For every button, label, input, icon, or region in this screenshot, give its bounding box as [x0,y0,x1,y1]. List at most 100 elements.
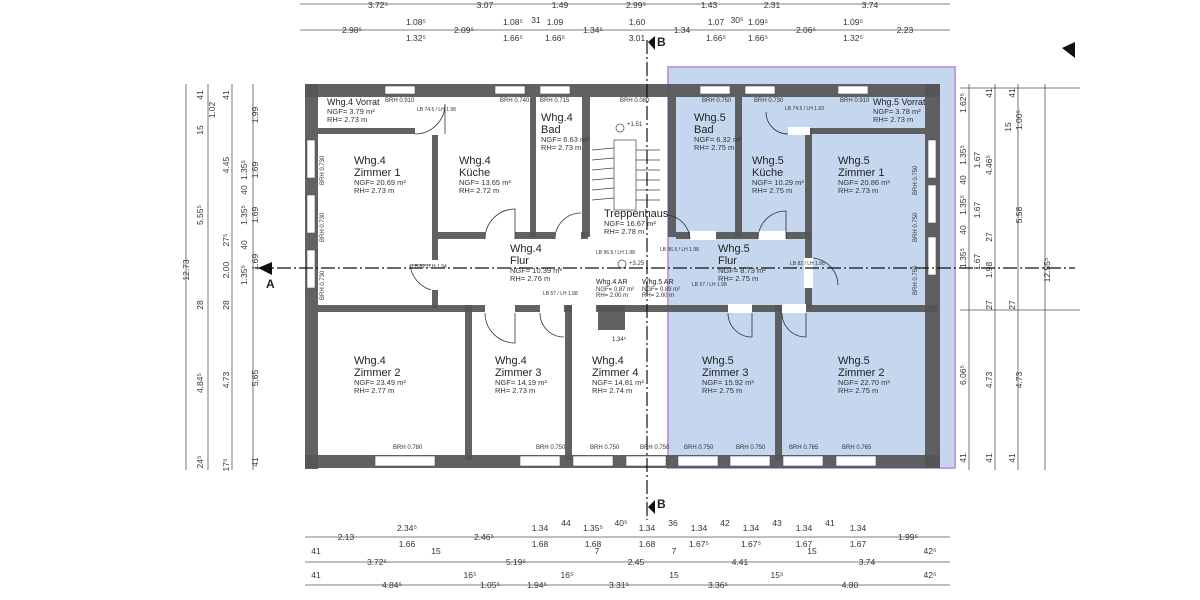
room-name2: Zimmer 2 [354,367,401,380]
room-name1: Whg.4 [510,243,542,255]
room-rh: RH= 2.75 m [838,386,879,396]
dimension-label: 4.73 [221,371,231,388]
dimension-label: 1.34 [691,523,708,533]
dimension-label: 4.73 [1014,371,1024,388]
room-ngf: NGF= 0.87 m² [596,286,635,293]
door-openings [415,127,813,313]
dimension-label: 4.84⁵ [195,373,205,393]
dimension-label: 2.99⁵ [626,0,646,10]
dimension-label: 1.69 [250,253,260,270]
dimension-label: 3.72⁵ [368,0,388,10]
dimension-label: 42 [720,518,730,528]
room-name2: Flur [510,255,529,268]
door-label: LB 82 / LH 1.94 [412,264,447,270]
dimension-label: 1.98 [984,261,994,278]
room-ngf: NGF= 20.69 m² [354,178,406,188]
dimension-label: 4.46⁵ [984,155,994,175]
dimension-label: 2.31 [764,0,781,10]
dimension-label: 1.34⁵ [583,25,603,35]
dimension-label: 1.34 [743,523,760,533]
dimension-label: 3.36⁵ [708,580,728,590]
room-name2: Bad [541,124,561,137]
dimension-label: 5.19⁵ [506,557,526,567]
dimension-label: 3.07 [477,0,494,10]
door-label: LB 57 / LH 1.98 [543,291,578,297]
room-name1: Whg.5 AR [642,279,674,286]
dimension-label: 5.55⁵ [195,205,205,225]
dimension-label: 4.84⁵ [382,580,402,590]
room-name1: Whg.5 Vorrat [873,97,926,107]
room-name2: Zimmer 4 [592,367,639,380]
dimension-label: 41 [1007,88,1017,98]
dimension-label: 15 [669,570,679,580]
room-name1: Whg.5 [752,155,784,167]
dimension-label: 31 [531,15,541,25]
dimension-label: 1.09⁵ [843,17,863,27]
room-name2: Küche [752,167,784,180]
dimension-label: 3.74 [859,557,876,567]
room-name2: Zimmer 3 [495,367,542,380]
dimension-label: 4.80 [842,580,859,590]
dimension-label: 2.13 [338,532,355,542]
dimension-label: 3.72⁵ [367,557,387,567]
dimension-label: 1.67 [972,151,982,168]
room-ngf: NGF= 0.89 m² [642,286,681,293]
room-rh: RH= 2.73 m [541,143,582,153]
dimension-label: 40 [239,185,249,195]
brh-label: BRH 0.750 [913,165,919,195]
dimension-label: 1.69 [250,206,260,223]
room-rh: RH= 2.00 m [596,293,629,300]
room-name1: Whg.4 [354,355,386,367]
room-name2: Bad [694,124,714,137]
dimension-label: 1.67⁵ [741,539,761,549]
room-rh: RH= 2.75 m [694,143,735,153]
room-rh: RH= 2.75 m [718,274,759,284]
dimension-label: 1.67 [972,201,982,218]
dimension-label: 4.45 [221,156,231,173]
dimension-label: 3.31⁵ [609,580,629,590]
section-a-label: A [266,277,275,291]
room-rh: RH= 2.73 m [354,186,395,196]
dimension-label: 15 [431,546,441,556]
dimension-label: 1.34 [674,25,691,35]
dimension-label: 1.67 [972,253,982,270]
dimension-label: 41 [221,90,231,100]
dimension-label: 40 [958,175,968,185]
room-name1: Whg.4 [495,355,527,367]
dimension-label: 2.06⁵ [796,25,816,35]
dimension-label: 1.68 [585,539,602,549]
room-rh: RH= 2.73 m [873,115,914,125]
dimension-label: 28 [221,300,231,310]
room-name1: Whg.4 AR [596,279,628,286]
dimension-label: 2.45 [628,557,645,567]
dimension-label: 42⁵ [924,546,937,556]
room-rh: RH= 2.73 m [327,115,368,125]
dimension-label: 1.35⁵ [958,195,968,215]
room-name1: Whg.4 [354,155,386,167]
dimension-label: 36 [668,518,678,528]
room-rh: RH= 2.73 m [495,386,536,396]
room-rh: RH= 2.00 m [642,293,675,300]
room-name1: Whg.5 [694,112,726,124]
brh-label: BRH 0.715 [540,98,570,104]
room-name1: Treppenhaus [604,208,669,220]
level-label: +3.25 [629,261,645,267]
dimension-label: 1.34 [850,523,867,533]
dimension-label: 24⁵ [195,456,205,469]
dimension-label: 41 [958,453,968,463]
dimension-label: 1.66⁵ [706,33,726,43]
dimension-label: 7 [672,546,677,556]
dimension-label: 27 [1007,300,1017,310]
room-ngf: NGF= 14.81 m² [592,378,644,388]
brh-label: BRH 0.765 [789,445,819,451]
dimension-label: 7 [595,546,600,556]
room-name1: Whg.5 [702,355,734,367]
room-name2: Zimmer 2 [838,367,885,380]
